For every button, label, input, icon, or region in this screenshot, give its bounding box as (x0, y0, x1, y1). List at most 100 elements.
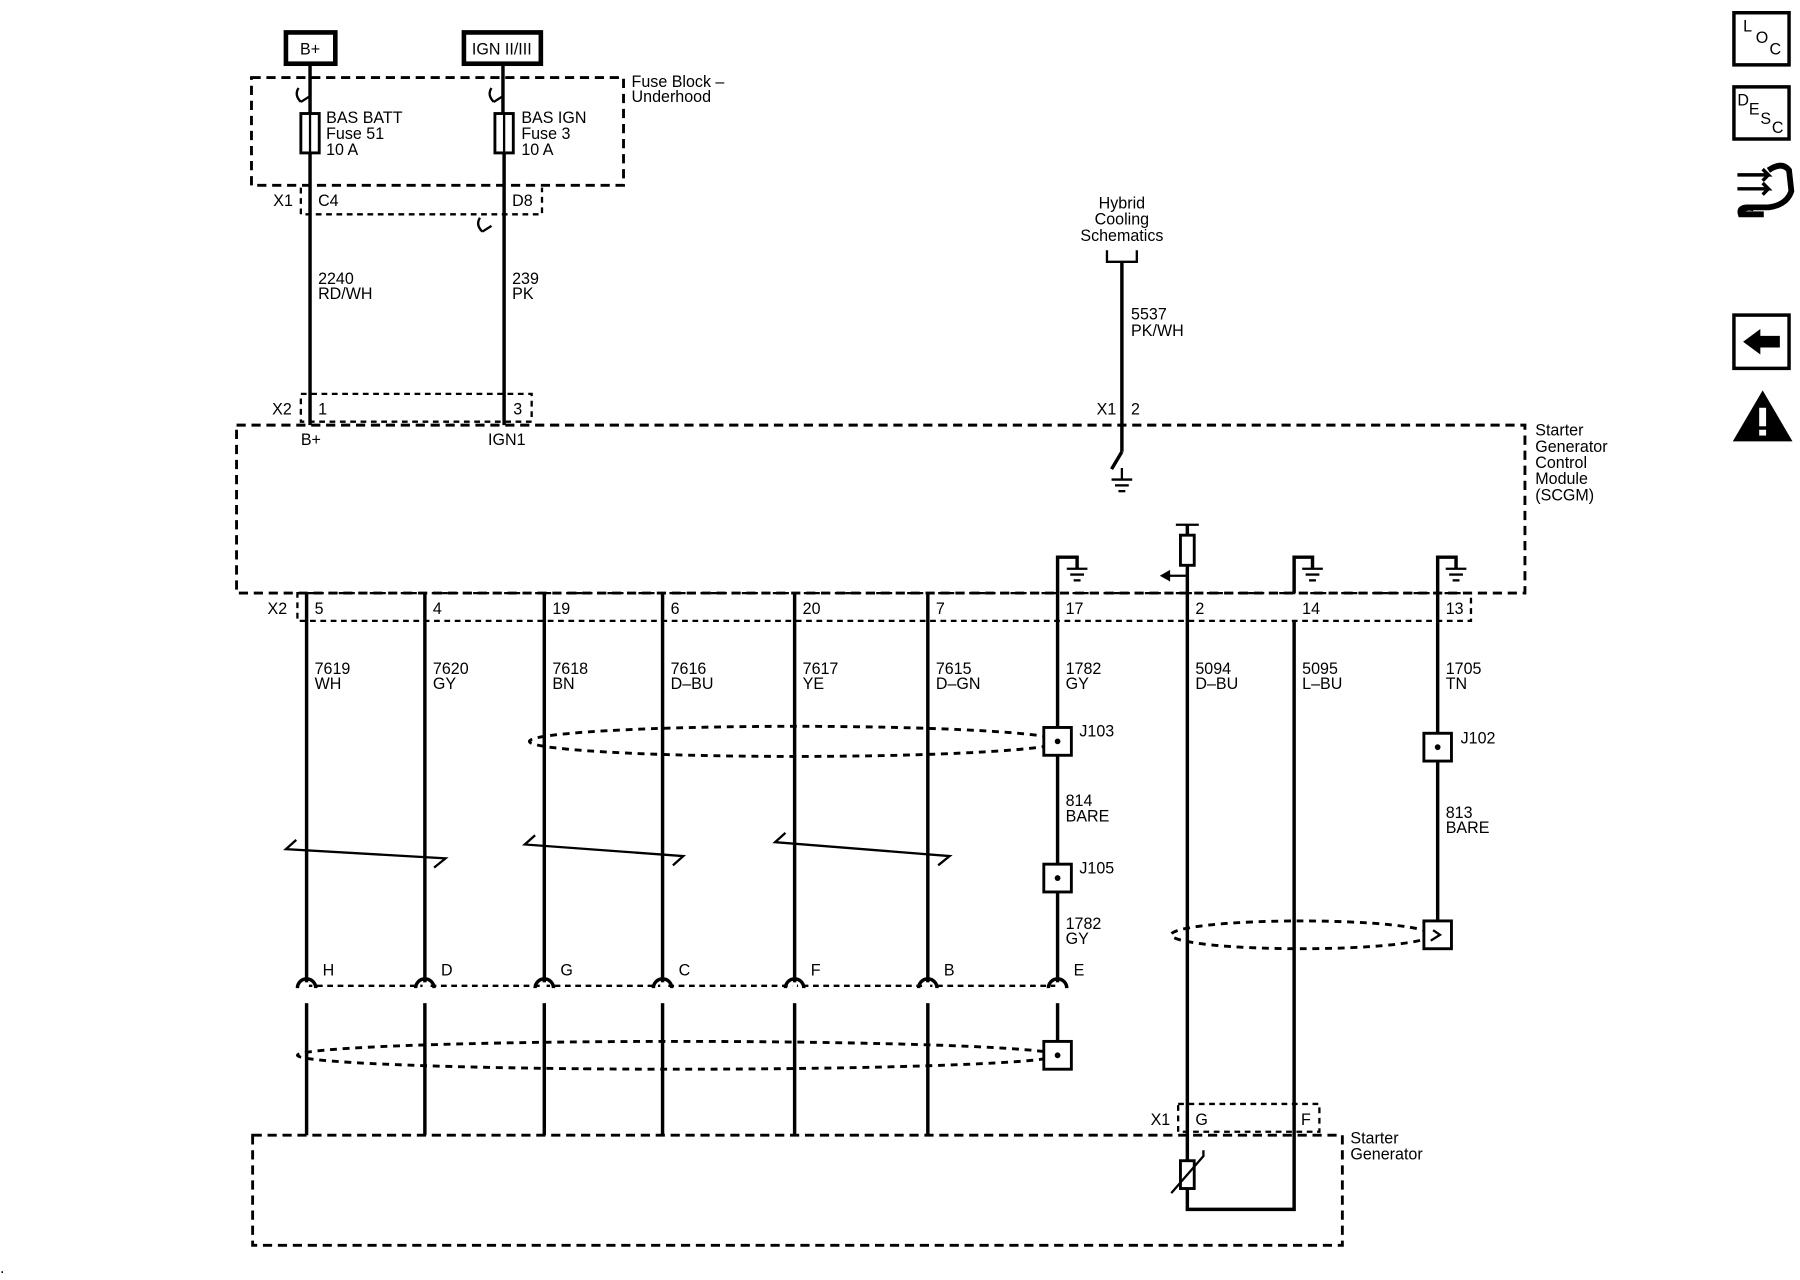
hybrid-ref-3: Schematics (1080, 227, 1163, 245)
scgm-pin-1: 1 (318, 401, 327, 419)
hybrid-ref-bracket (1105, 250, 1138, 263)
fuse-block-pin-c4: C4 (318, 192, 339, 210)
inline-pin-label: B (944, 961, 955, 979)
shield-right (1169, 919, 1433, 951)
page-mark: . (0, 1259, 4, 1277)
warning-button[interactable] (1732, 390, 1793, 442)
connector-hand-icon[interactable] (1737, 162, 1795, 218)
wire-7618-id: 7618 (552, 660, 588, 678)
back-arrow-button[interactable] (1732, 313, 1791, 371)
scgm-title-2: Generator (1535, 438, 1608, 456)
wire-1782-lower-color: GY (1066, 930, 1089, 948)
wire-7617-color: YE (803, 675, 825, 693)
inline-terminal: H (295, 961, 335, 1004)
wire-7620-id: 7620 (433, 660, 469, 678)
source-bplus: B+ (283, 30, 338, 67)
loc-letter-c: C (1770, 40, 1782, 58)
wire-5537-id: 5537 (1131, 306, 1167, 324)
scgm-ground-14 (1292, 555, 1323, 594)
desc-button[interactable]: D E S C (1732, 85, 1791, 141)
wire-7617-id: 7617 (803, 660, 839, 678)
scgm-title-4: Module (1535, 470, 1588, 488)
scgm-outline (235, 423, 1527, 595)
scgm-bottom-pin-label: 6 (671, 600, 680, 618)
scgm-ign1-label: IGN1 (488, 431, 526, 449)
loc-button[interactable]: L O C (1732, 11, 1791, 67)
wire-5095-color: L–BU (1302, 675, 1342, 693)
inline-terminal: E (1046, 961, 1085, 1004)
main-wires (304, 593, 1440, 1161)
source-ign: IGN II/III (461, 30, 544, 67)
starter-generator-x1-connector (1177, 1102, 1321, 1133)
wire-1705-id: 1705 (1446, 660, 1482, 678)
shield-right-drain (1422, 919, 1453, 951)
starter-generator-pin-f: F (1301, 1111, 1311, 1129)
inline-terminal: F (783, 961, 821, 1004)
inline-pin-label: F (811, 961, 821, 979)
fuse-block-title-1: Fuse Block – (632, 73, 725, 91)
back-arrow-icon (1743, 328, 1780, 355)
scgm-bottom-pin-label: 20 (803, 600, 821, 618)
scgm-x1: X1 (1097, 401, 1117, 419)
fuse1-number: Fuse 51 (326, 125, 384, 143)
scgm-title-5: (SCGM) (1535, 486, 1594, 504)
inline-pin-label: C (679, 961, 691, 979)
wire-7619-id: 7619 (315, 660, 351, 678)
hybrid-ref-2: Cooling (1095, 211, 1149, 229)
twisted-pair-3 (772, 832, 953, 867)
inline-terminal: C (651, 961, 691, 1004)
twisted-pair-2 (521, 834, 687, 867)
wire-813-color: BARE (1446, 819, 1490, 837)
starter-generator-thermistor (1170, 620, 1296, 1212)
wire-5094-color: D–BU (1195, 675, 1238, 693)
starter-generator-pin-g: G (1195, 1111, 1207, 1129)
fuse-block-connector-x1: X1 (273, 192, 293, 210)
splice-j105 (1042, 862, 1073, 894)
wire-1705-color: TN (1446, 675, 1467, 693)
wire-813-id: 813 (1446, 804, 1473, 822)
scgm-title-1: Starter (1535, 421, 1584, 439)
scgm-bottom-pin-label: 19 (552, 600, 570, 618)
inline-terminal: B (916, 961, 955, 1004)
starter-generator-x1: X1 (1151, 1111, 1171, 1129)
scgm-bottom-pin-label: 13 (1446, 600, 1464, 618)
starter-generator-outline (251, 1133, 1344, 1247)
inline-pin-label: H (323, 961, 335, 979)
scgm-bottom-pin-label: 17 (1066, 600, 1084, 618)
scgm-internal-ground (1111, 467, 1133, 493)
scgm-bottom-pin-label: 4 (433, 600, 442, 618)
wire-5537-color: PK/WH (1131, 322, 1184, 340)
wire-7620-color: GY (433, 675, 456, 693)
wire-239-color: PK (512, 285, 534, 303)
fuse1-name: BAS BATT (326, 109, 403, 127)
splice-j103 (1042, 726, 1073, 757)
inline-pin-label: D (441, 961, 453, 979)
shield-lower-drain (1042, 1039, 1073, 1071)
wire-7616-id: 7616 (671, 660, 707, 678)
connector-tap-d8 (477, 217, 493, 233)
starter-generator-title-2: Generator (1350, 1145, 1423, 1163)
fuse-block-tap-2 (488, 87, 504, 103)
fuse1-rating: 10 A (326, 141, 358, 159)
wire-1782-lower-id: 1782 (1066, 915, 1102, 933)
fuse2-rating: 10 A (521, 141, 553, 159)
scgm-pin-2-top: 2 (1131, 401, 1140, 419)
source-ign-label: IGN II/III (472, 40, 532, 58)
wire-7615-id: 7615 (936, 660, 972, 678)
scgm-ground-17 (1055, 555, 1088, 594)
fuse-block-tap-1 (295, 87, 311, 103)
wire-239-id: 239 (512, 270, 539, 288)
scgm-x2-top: X2 (272, 401, 292, 419)
wire-2240-id: 2240 (318, 270, 354, 288)
scgm-resistor-pin2 (1159, 523, 1199, 594)
scgm-x2-bottom: X2 (268, 600, 288, 618)
fuse-block-title-2: Underhood (632, 88, 711, 106)
scgm-bplus-label: B+ (301, 431, 321, 449)
scgm-bottom-pin-label: 7 (936, 600, 945, 618)
shield-lower (295, 1039, 1060, 1071)
wire-814-id: 814 (1066, 792, 1093, 810)
inline-terminal: D (413, 961, 453, 1004)
wire-7619-color: WH (315, 675, 342, 693)
